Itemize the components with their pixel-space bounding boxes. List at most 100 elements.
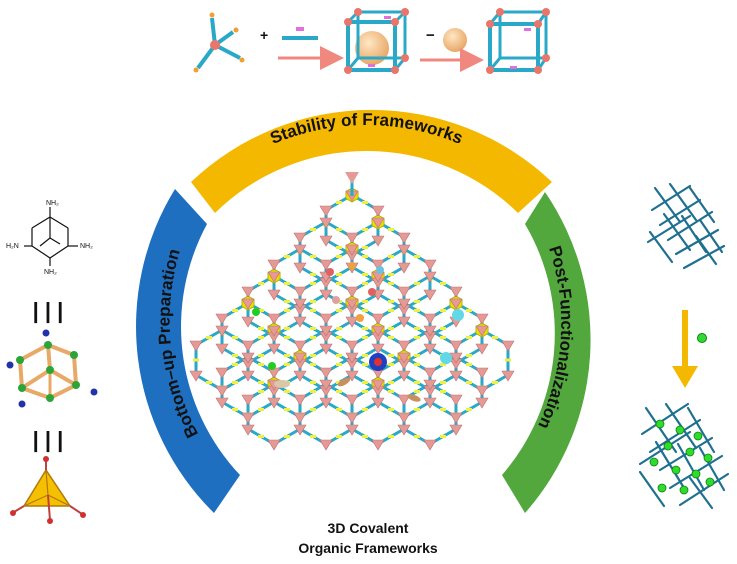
linker-marker [310,390,317,393]
linker-marker [310,336,317,339]
linker-marker [362,282,369,285]
linker-marker [310,327,317,330]
linker-marker [440,309,447,312]
linker-marker [465,309,472,312]
tetrahedral-node [371,439,385,451]
guest-oval [337,377,351,387]
linker-marker [414,327,421,330]
linker-marker [387,381,394,384]
linker-marker [284,363,291,366]
tetrahedral-node [345,232,359,244]
tetrahedral-node [371,217,385,229]
tetrahedral-node [267,313,281,325]
tetrahedral-node [267,397,281,409]
tetrahedral-node [319,367,333,379]
linker-marker [193,358,200,362]
tetrahedral-node [371,325,385,337]
tetrahedral-node [215,397,229,409]
segment-post-functionalization [502,192,591,513]
linker-marker [361,246,368,249]
tetrahedral-node [397,352,411,364]
linker-marker [335,336,342,339]
linker-marker [491,381,498,384]
tetrahedral-node [423,313,437,325]
empty-cage [486,8,550,74]
guest-red-core [374,358,382,366]
tetrahedral-node [397,244,411,256]
tetrahedral-node [189,340,203,352]
linker-marker [258,336,265,339]
linker-marker [414,381,421,384]
tetrahedral-node [371,379,385,391]
linker-marker [439,381,446,384]
linker-marker [283,435,290,438]
linker-marker [310,435,317,438]
tetrahedral-node [345,340,359,352]
green-guest [252,308,260,316]
tetrahedral-node [501,340,515,352]
ball-stick-model [6,329,98,408]
tetrahedral-node [423,289,437,301]
tetrahedral-node [267,271,281,283]
amine-right: NH₂ [80,243,93,250]
guest-molecule [356,314,364,322]
linker-marker [335,327,342,330]
linker-marker [335,273,342,276]
tetrahedral-node [371,343,385,355]
linker-marker [439,390,446,393]
adamantane-structure [24,207,78,266]
linker-marker [335,435,342,438]
tetrahedron-node [10,456,86,524]
tetrahedral-node [241,394,255,406]
linker-marker [310,273,317,276]
linker-marker [284,408,291,411]
linker-marker [258,381,265,384]
linker-marker [388,309,395,312]
linker-marker [465,354,472,357]
linker-marker [257,363,264,366]
tetrahedral-node [423,379,437,391]
linear-linker [282,27,318,40]
linker-marker [232,354,239,357]
tetrahedral-node [267,439,281,451]
tetrahedral-node [449,424,463,436]
linker-marker [388,408,395,411]
tetrahedral-node [449,394,463,406]
tetrahedral-node [371,313,385,325]
tetrahedral-node [397,232,411,244]
linker-marker [362,273,369,276]
tetrahedral-node [345,370,359,382]
equivalence-sign-2: | | | [33,427,64,452]
tetrahedral-node [241,340,255,352]
tetrahedral-node [215,343,229,355]
tetrahedral-node [345,286,359,298]
linker-marker [309,300,316,303]
tetrahedral-node [397,262,411,274]
linker-marker [257,309,264,312]
linker-marker [361,408,368,411]
tetrahedral-node [293,286,307,298]
linker-marker [387,228,394,231]
guest-molecule [368,288,376,296]
linker-marker [309,255,316,258]
tetrahedral-node [397,412,411,424]
tetrahedral-node [345,316,359,328]
tetrahedral-node [475,397,489,409]
linker-marker [413,408,420,411]
tetrahedral-node [475,385,489,397]
linker-marker [336,354,343,357]
tetrahedral-node [267,259,281,271]
green-functional-group [697,333,707,343]
tetrahedral-node [293,244,307,256]
functional-sphere [452,309,464,321]
linker-marker [310,282,317,285]
plus-sign: + [260,27,268,43]
functional-sphere [440,352,452,364]
tetrahedral-node [449,286,463,298]
tetrahedral-node [293,262,307,274]
linker-marker [283,327,290,330]
linker-marker [413,309,420,312]
linker-marker [309,309,316,312]
linker-marker [387,327,394,330]
